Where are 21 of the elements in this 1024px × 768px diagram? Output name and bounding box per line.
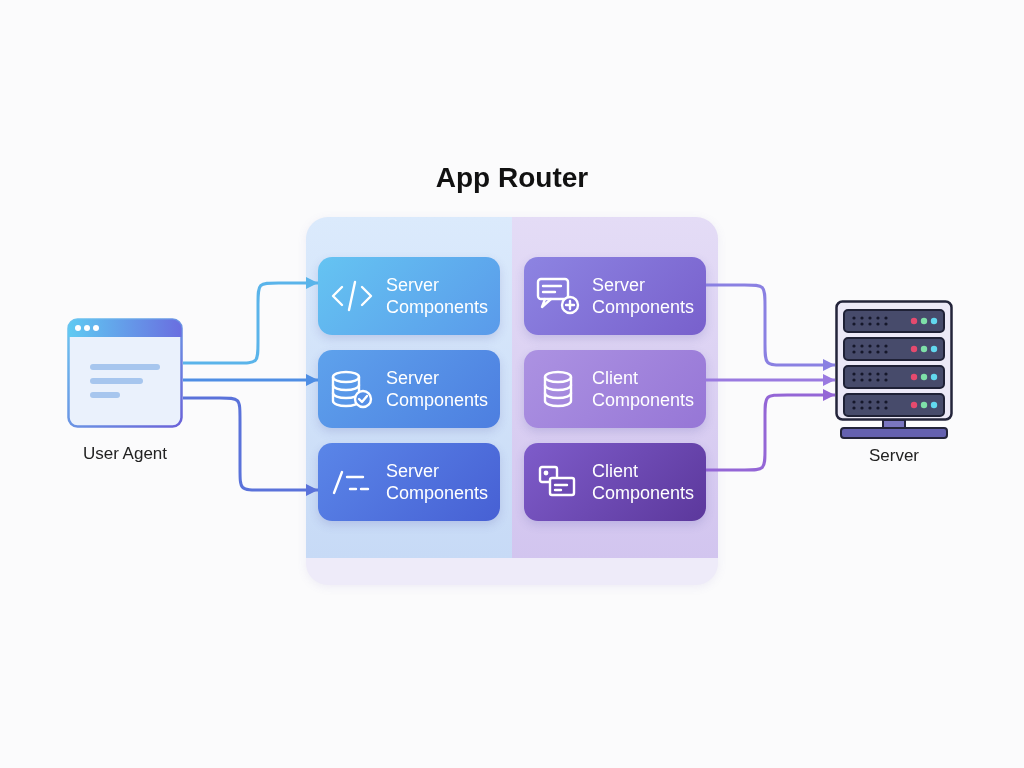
component-label: Client Components (592, 367, 696, 411)
component-box (318, 257, 500, 335)
component-label: Client Components (592, 460, 696, 504)
node-label: User Agent (81, 444, 169, 464)
arrow (183, 374, 318, 386)
container-title: App Router (434, 161, 590, 195)
node-label: Server (867, 446, 921, 466)
component-label: Server Components (386, 274, 490, 318)
component-box (524, 350, 706, 428)
arrow (706, 374, 835, 386)
component-label: Server Components (386, 460, 490, 504)
component-box (318, 443, 500, 521)
component-label: Server Components (386, 367, 490, 411)
arrow (183, 396, 318, 496)
arrow (706, 389, 835, 472)
component-box (524, 443, 706, 521)
component-box (318, 350, 500, 428)
arrow (706, 283, 835, 371)
component-label: Server Components (592, 274, 696, 318)
component-box (524, 257, 706, 335)
arrow (183, 277, 318, 365)
